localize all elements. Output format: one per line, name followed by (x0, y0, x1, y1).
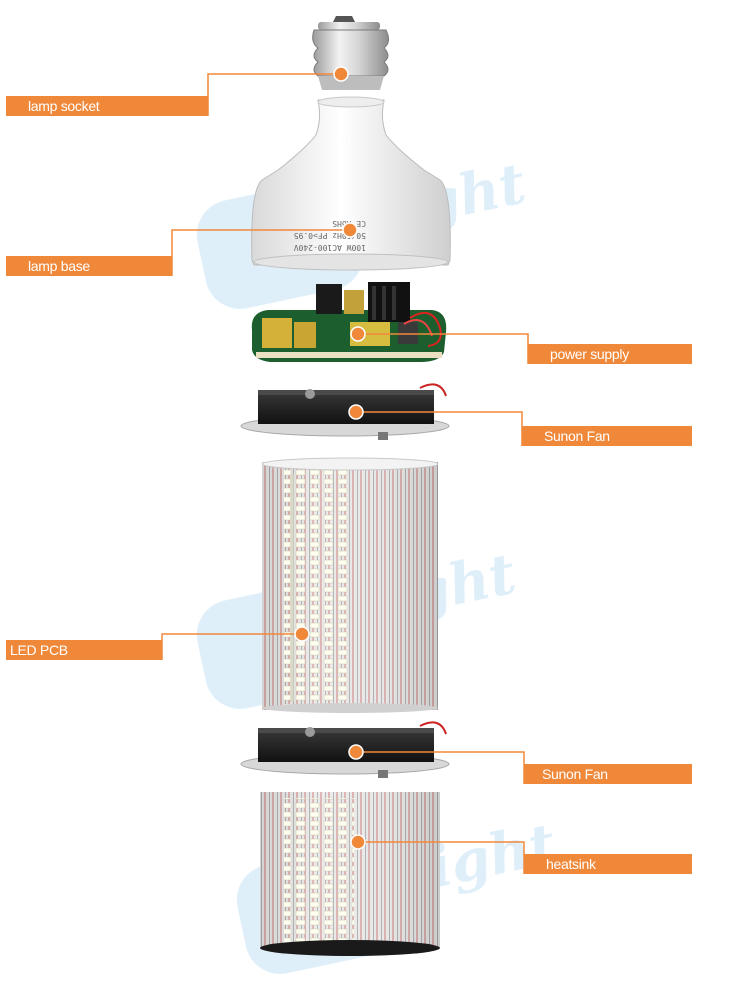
leader-line-lamp-socket (207, 73, 341, 116)
callout-dot-power-supply (350, 326, 366, 342)
heatsink-illustration (260, 792, 440, 956)
label-lamp-socket: lamp socket (6, 96, 208, 116)
label-heatsink: heatsink (524, 854, 692, 874)
leader-line-led-pcb (161, 633, 302, 660)
leader-line-lamp-base (171, 229, 350, 276)
fan-top-illustration (240, 383, 450, 440)
led-pcb-illustration (261, 457, 439, 713)
base-print-line1: 100W AC100-240V (294, 243, 366, 252)
label-fan-bottom: Sunon Fan (524, 764, 692, 784)
fan-bottom-illustration (240, 721, 450, 778)
callout-dot-heatsink (350, 834, 366, 850)
callout-dot-fan-bottom (348, 744, 364, 760)
callout-dot-fan-top (348, 404, 364, 420)
label-led-pcb: LED PCB (6, 640, 162, 660)
label-fan-top: Sunon Fan (522, 426, 692, 446)
base-print-line2: 50/60Hz PF>0.95 (294, 231, 366, 240)
lamp-base-illustration: 100W AC100-240V 50/60Hz PF>0.95 CE RoHS (251, 96, 451, 271)
callout-dot-led-pcb (294, 626, 310, 642)
callout-dots (294, 66, 366, 850)
callout-dot-lamp-socket (333, 66, 349, 82)
callout-dot-lamp-base (342, 222, 358, 238)
label-lamp-base: lamp base (6, 256, 172, 276)
lamp-socket-illustration (312, 16, 390, 90)
label-power-supply: power supply (528, 344, 692, 364)
